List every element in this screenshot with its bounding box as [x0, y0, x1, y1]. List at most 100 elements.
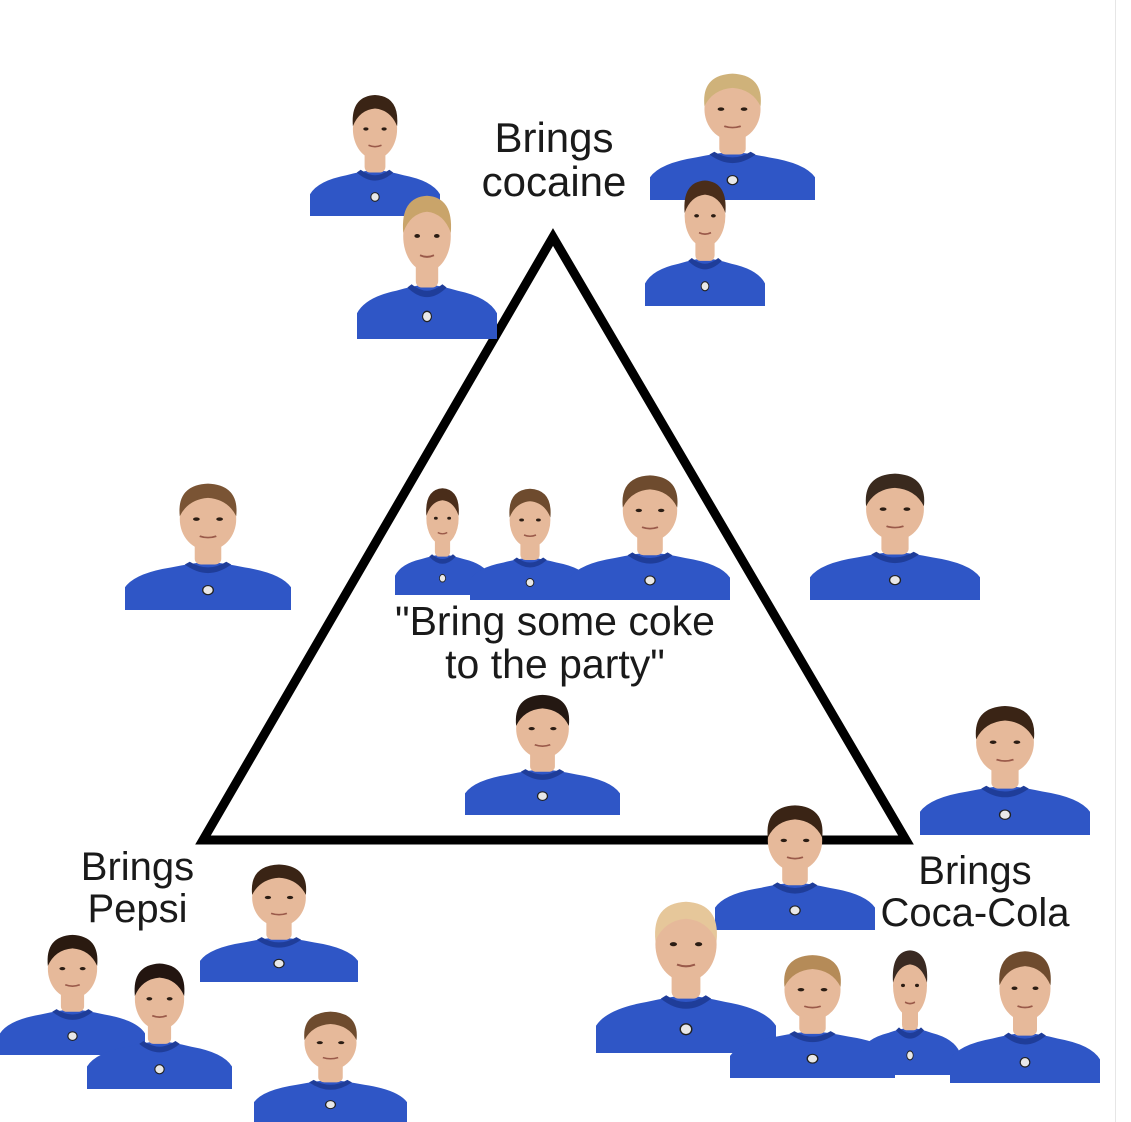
jersey-collar	[429, 554, 456, 564]
hair	[304, 1011, 357, 1041]
eye	[79, 966, 86, 971]
jersey-collar	[660, 995, 712, 1009]
face	[704, 77, 761, 141]
label-right: Brings Coca-Cola	[862, 850, 1088, 934]
mouth	[419, 254, 435, 258]
eye	[879, 507, 887, 511]
face	[866, 477, 924, 541]
face	[976, 710, 1034, 775]
eye	[711, 214, 716, 218]
eye	[797, 988, 805, 992]
jersey-collar	[52, 1009, 93, 1020]
player-headshot-right	[596, 901, 776, 1053]
league-badge-icon	[806, 1053, 819, 1064]
face	[403, 200, 451, 272]
eye	[989, 740, 997, 744]
player-headshot-right	[920, 705, 1090, 835]
label-center-line-1: "Bring some coke	[395, 598, 715, 644]
mouth	[322, 1056, 339, 1060]
eye	[59, 966, 66, 971]
league-badge-icon	[439, 573, 446, 583]
eye	[740, 107, 748, 111]
mouth	[437, 531, 448, 535]
league-badge-icon	[273, 958, 285, 969]
jersey-collar	[309, 1079, 352, 1090]
jersey-collar	[896, 1027, 924, 1039]
eye	[669, 942, 677, 947]
eye	[316, 1041, 323, 1045]
hair	[655, 901, 717, 941]
label-right-line-2: Coca-Cola	[880, 891, 1070, 935]
mouth	[786, 856, 804, 860]
face	[304, 1015, 357, 1070]
eye	[803, 838, 810, 843]
player-headshot-middle	[395, 488, 490, 595]
player-headshot-left	[0, 934, 145, 1055]
player-headshot-right	[730, 955, 895, 1078]
jersey-collar	[688, 258, 722, 270]
league-badge-icon	[370, 192, 380, 202]
eye	[1032, 986, 1039, 991]
jersey-collar	[520, 769, 565, 780]
eye	[414, 234, 420, 238]
league-badge-icon	[789, 905, 801, 916]
league-badge-icon	[421, 310, 433, 323]
eye	[550, 726, 557, 731]
eye	[1011, 986, 1018, 991]
face	[252, 868, 306, 927]
player-headshot-right	[715, 805, 875, 930]
jersey-collar	[789, 1031, 836, 1043]
eye	[264, 895, 272, 900]
face	[509, 492, 551, 548]
player-headshot-top	[357, 195, 497, 339]
eye	[519, 518, 524, 522]
jersey-collar	[1004, 1032, 1046, 1045]
label-center-line-2: to the party"	[445, 641, 665, 688]
player-headshot-top	[645, 180, 765, 306]
eye	[146, 997, 153, 1001]
face	[47, 938, 98, 999]
eye	[447, 516, 452, 520]
triangle-outline	[195, 228, 914, 845]
mouth	[803, 1005, 822, 1009]
hair	[975, 705, 1035, 740]
eye	[717, 107, 725, 111]
eye	[901, 983, 905, 988]
player-headshot-middle	[810, 473, 980, 600]
league-badge-icon	[906, 1050, 914, 1061]
face	[426, 491, 459, 545]
league-badge-icon	[679, 1023, 693, 1036]
mouth	[151, 1014, 168, 1018]
player-headshot-top	[310, 94, 440, 216]
eye	[695, 942, 703, 947]
league-badge-icon	[998, 809, 1012, 820]
hair	[426, 488, 459, 516]
league-badge-icon	[525, 578, 535, 588]
eye	[820, 988, 828, 992]
eye	[1013, 740, 1021, 744]
eye	[381, 127, 387, 131]
jersey-collar	[513, 557, 547, 568]
league-badge-icon	[154, 1064, 165, 1075]
hair	[622, 475, 678, 508]
player-headshot-middle	[570, 475, 730, 600]
player-headshot-right	[860, 950, 960, 1075]
mouth	[676, 963, 696, 968]
league-badge-icon	[700, 281, 710, 292]
league-badge-icon	[1019, 1056, 1031, 1068]
eye	[433, 516, 438, 520]
face	[893, 954, 927, 1017]
eye	[166, 997, 173, 1001]
hair	[892, 950, 928, 983]
mouth	[1017, 1005, 1033, 1009]
league-badge-icon	[726, 175, 739, 186]
face	[784, 959, 841, 1021]
player-headshot-middle	[465, 694, 620, 815]
mouth	[523, 534, 537, 537]
label-left: Brings Pepsi	[55, 846, 220, 930]
eye	[694, 214, 699, 218]
league-badge-icon	[536, 791, 549, 801]
player-headshot-left	[200, 864, 358, 982]
hair	[865, 473, 925, 507]
